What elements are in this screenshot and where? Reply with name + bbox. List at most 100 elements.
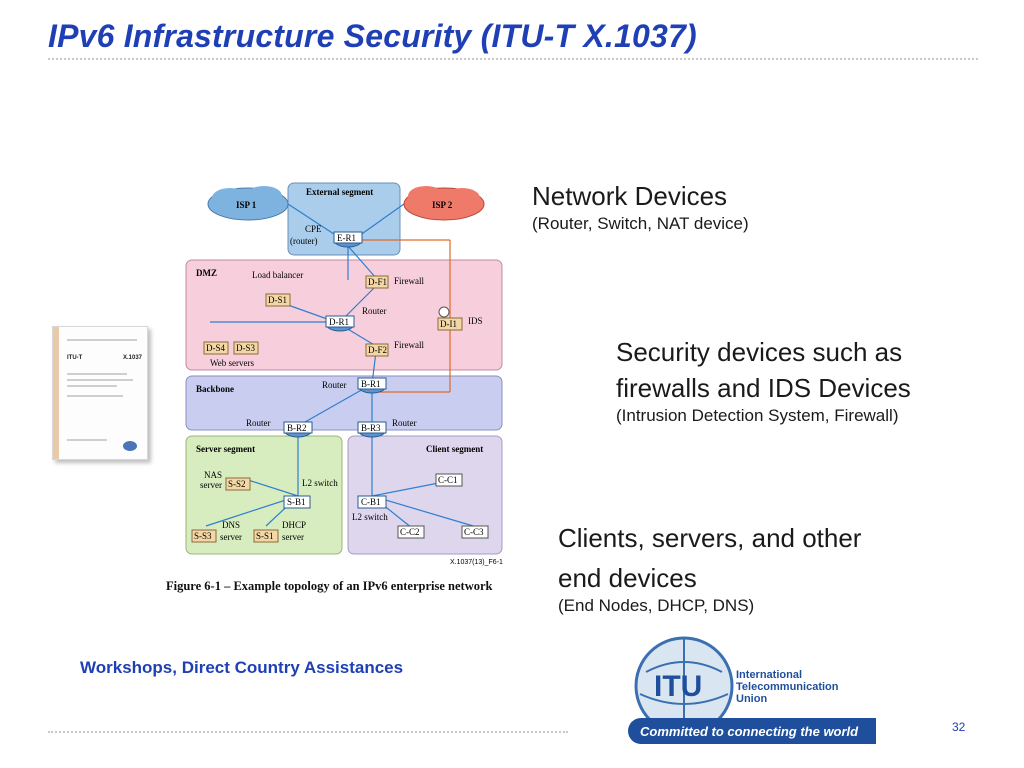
doc-label-left: ITU-T	[67, 355, 83, 361]
security-devices-line2: firewalls and IDS Devices	[616, 373, 911, 403]
br1-label: B-R1	[361, 379, 381, 389]
ss1-label: S-S1	[256, 531, 274, 541]
router-dmz-label: Router	[362, 306, 387, 316]
server-ds3-icon: D-S3	[233, 341, 259, 355]
firewall1-label: Firewall	[394, 276, 424, 286]
network-devices-block: Network Devices (Router, Switch, NAT dev…	[532, 180, 749, 236]
doc-line	[67, 373, 127, 375]
doc-line	[67, 385, 117, 387]
dns-label: DNS	[222, 520, 240, 530]
itu-slogan-banner	[628, 718, 876, 744]
ids-di1-icon: D-I1	[437, 306, 463, 331]
dmz-segment-label: DMZ	[196, 268, 217, 278]
isp1-label: ISP 1	[236, 200, 257, 210]
network-devices-sub: (Router, Switch, NAT device)	[532, 214, 749, 233]
router-dr1-icon: D-R1	[325, 315, 355, 332]
cpe-sub-label: (router)	[290, 236, 317, 246]
end-devices-sub: (End Nodes, DHCP, DNS)	[558, 596, 755, 615]
ss2-label: S-S2	[228, 479, 246, 489]
router-br1-icon: B-R1	[357, 377, 387, 394]
server-segment	[185, 435, 343, 555]
ds4-label: D-S4	[206, 343, 226, 353]
cpe-label: CPE	[305, 224, 322, 234]
server-ss3-icon: S-S3	[191, 529, 217, 543]
isp2-cloud: ISP 2	[403, 186, 485, 221]
ds3-label: D-S3	[236, 343, 256, 353]
itu-mark: ITU	[654, 670, 702, 703]
cc2-label: C-C2	[400, 527, 420, 537]
title-divider	[48, 58, 978, 60]
client-segment	[347, 435, 503, 555]
external-segment	[287, 182, 401, 256]
slide-title: IPv6 Infrastructure Security (ITU-T X.10…	[48, 18, 697, 54]
router-er1-icon: E-R1	[333, 231, 363, 248]
network-devices-heading: Network Devices	[532, 181, 728, 211]
sb1-label: S-B1	[287, 497, 306, 507]
server-ds4-icon: D-S4	[203, 341, 229, 355]
security-devices-line1: Security devices such as	[616, 337, 903, 367]
cc1-label: C-C1	[438, 475, 458, 485]
footer-divider	[48, 731, 568, 733]
external-segment-label: External segment	[306, 187, 373, 197]
ds1-label: D-S1	[268, 295, 287, 305]
router-br2-icon: B-R2	[283, 421, 313, 438]
df2-label: D-F2	[368, 345, 387, 355]
firewall-df2-icon: D-F2	[365, 343, 389, 357]
server-ss2-icon: S-S2	[225, 477, 251, 491]
doc-label-right: X.1037	[123, 355, 143, 361]
router-br3-icon: B-R3	[357, 421, 387, 438]
doc-line	[67, 339, 137, 341]
backbone-segment	[185, 375, 503, 431]
br2-label: B-R2	[287, 423, 307, 433]
router-right-label: Router	[392, 418, 417, 428]
end-devices-line2: end devices	[558, 563, 697, 593]
client-cc2-icon: C-C2	[397, 525, 425, 539]
dmz-segment	[185, 259, 503, 371]
dns-server-label: server	[220, 532, 242, 542]
itu-name-line2: Telecommunication	[736, 681, 839, 693]
nas-label: NAS	[204, 470, 222, 480]
router-bb-label: Router	[322, 380, 347, 390]
cc3-label: C-C3	[464, 527, 484, 537]
firewall-df1-icon: D-F1	[365, 275, 389, 289]
end-devices-line1: Clients, servers, and other	[558, 523, 862, 553]
figure-id-label: X.1037(13)_F6-1	[450, 559, 503, 566]
server-segment-label: Server segment	[196, 444, 255, 454]
di1-label: D-I1	[440, 319, 457, 329]
client-cc1-icon: C-C1	[435, 473, 463, 487]
switch-sb1-icon: S-B1	[283, 495, 311, 509]
backbone-segment-label: Backbone	[196, 384, 234, 394]
network-topology-diagram: External segment DMZ Backbone Server seg…	[185, 182, 503, 566]
end-devices-block: Clients, servers, and other end devices …	[558, 522, 861, 618]
page-number: 32	[952, 720, 966, 734]
server-ds1-icon: D-S1	[265, 293, 291, 307]
l2-switch-client-label: L2 switch	[352, 512, 388, 522]
doc-line	[67, 439, 107, 441]
doc-line	[67, 395, 123, 397]
isp2-label: ISP 2	[432, 200, 453, 210]
doc-line	[67, 379, 133, 381]
client-cc3-icon: C-C3	[461, 525, 489, 539]
server-ss1-icon: S-S1	[253, 529, 279, 543]
switch-cb1-icon: C-B1	[357, 495, 387, 509]
footer-workshops-text: Workshops, Direct Country Assistances	[80, 658, 404, 677]
firewall2-label: Firewall	[394, 340, 424, 350]
cb1-label: C-B1	[361, 497, 381, 507]
figure-caption: Figure 6-1 – Example topology of an IPv6…	[166, 579, 493, 593]
router-left-label: Router	[246, 418, 271, 428]
itu-slogan: Committed to connecting the world	[640, 724, 859, 739]
load-balancer-label: Load balancer	[252, 270, 303, 280]
er1-label: E-R1	[337, 233, 356, 243]
df1-label: D-F1	[368, 277, 387, 287]
security-devices-block: Security devices such as firewalls and I…	[616, 336, 911, 428]
itu-name-line3: Union	[736, 693, 767, 705]
itu-logo: ITU International Telecommunication Unio…	[628, 636, 876, 744]
dhcp-label: DHCP	[282, 520, 306, 530]
client-segment-label: Client segment	[426, 444, 483, 454]
itu-name-line1: International	[736, 669, 802, 681]
doc-logo-icon	[123, 441, 137, 451]
dhcp-server-label: server	[282, 532, 304, 542]
web-servers-label: Web servers	[210, 358, 255, 368]
security-devices-sub: (Intrusion Detection System, Firewall)	[616, 406, 899, 425]
document-thumbnail: ITU-T X.1037	[52, 326, 148, 460]
